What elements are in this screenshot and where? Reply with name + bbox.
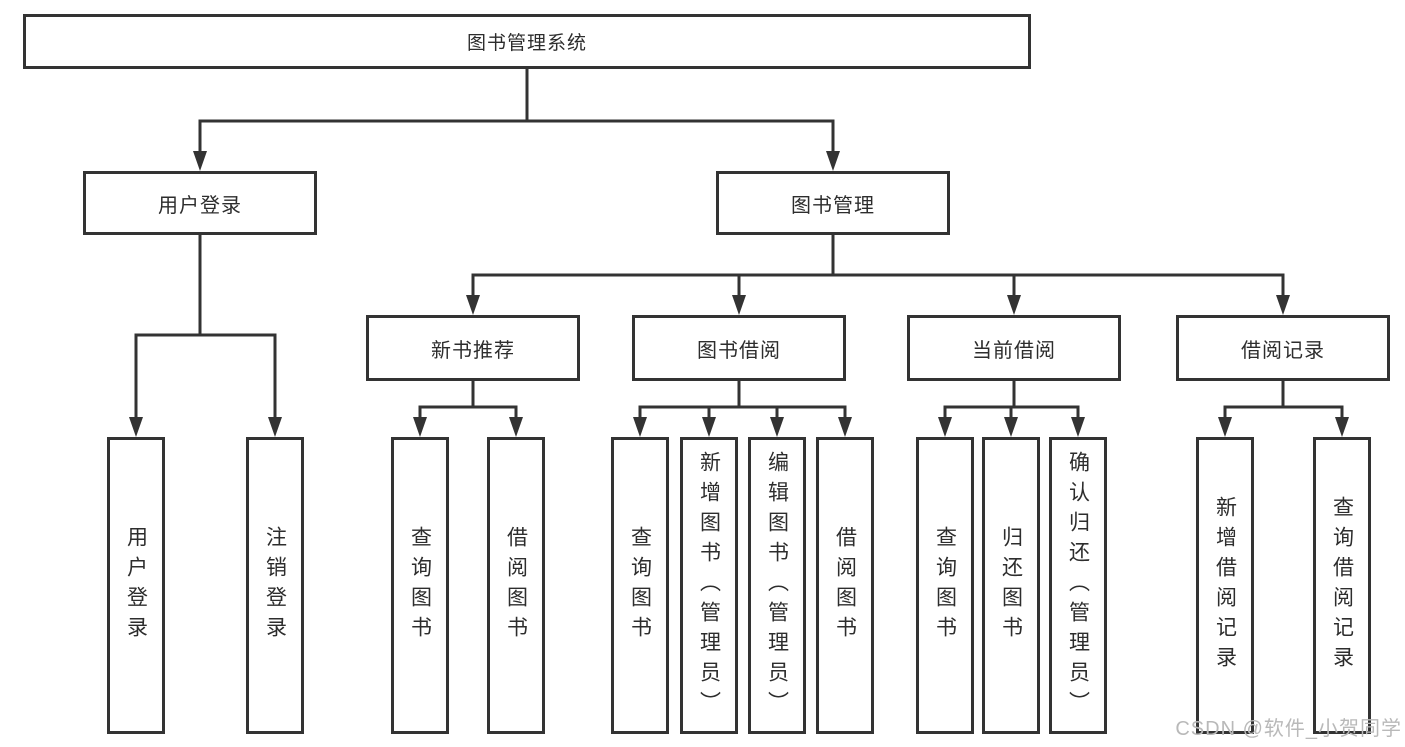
csdn-watermark: CSDN @软件_小贺同学: [1175, 718, 1402, 740]
node-current-borrow: 当前借阅: [907, 315, 1121, 381]
leaf-recommend-borrow-books: 借阅图书: [487, 437, 545, 734]
leaf-borrow-query-books: 查询图书: [611, 437, 669, 734]
leaf-query-borrow-record: 查询借阅记录: [1313, 437, 1371, 734]
leaf-borrow-books: 借阅图书: [816, 437, 874, 734]
node-user-login: 用户登录: [83, 171, 317, 235]
node-new-book-recommend: 新书推荐: [366, 315, 580, 381]
node-borrow-records: 借阅记录: [1176, 315, 1390, 381]
leaf-current-query-books: 查询图书: [916, 437, 974, 734]
leaf-confirm-return-admin: 确认归还（管理员）: [1049, 437, 1107, 734]
leaf-add-books-admin: 新增图书（管理员）: [680, 437, 738, 734]
leaf-edit-books-admin: 编辑图书（管理员）: [748, 437, 806, 734]
arrowheads: [129, 151, 1349, 437]
leaf-logout: 注销登录: [246, 437, 304, 734]
node-library-system: 图书管理系统: [23, 14, 1031, 69]
leaf-return-books: 归还图书: [982, 437, 1040, 734]
leaf-recommend-query-books: 查询图书: [391, 437, 449, 734]
leaf-user-login: 用户登录: [107, 437, 165, 734]
leaf-add-borrow-record: 新增借阅记录: [1196, 437, 1254, 734]
node-book-management: 图书管理: [716, 171, 950, 235]
node-book-borrow: 图书借阅: [632, 315, 846, 381]
